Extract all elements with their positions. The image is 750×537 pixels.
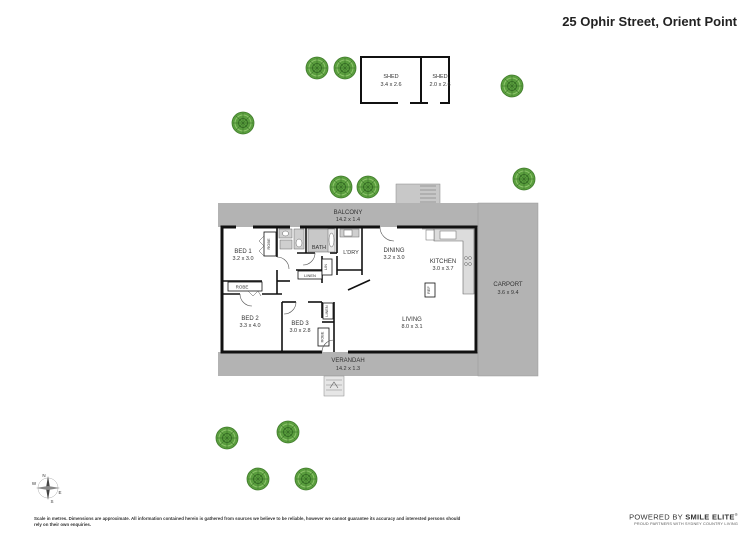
robe-label: ROBE — [266, 238, 271, 250]
carport-dims: 3.6 x 9.4 — [497, 290, 518, 296]
tree-icon — [215, 426, 239, 450]
property-address-title: 25 Ophir Street, Orient Point — [562, 14, 737, 29]
tree-icon — [231, 111, 255, 135]
bed1-dims: 3.2 x 3.0 — [232, 256, 253, 262]
carport-area — [477, 202, 539, 377]
linen-cupboards: LINEN LIN LINEN ROBE — [297, 258, 334, 347]
kitchen-label: KITCHEN — [430, 259, 456, 265]
balcony-deck — [218, 203, 478, 227]
dining-label: DINING — [384, 248, 405, 254]
robe-label: ROBE — [321, 331, 325, 342]
disclaimer-text: Scale in metres. Dimensions are approxim… — [34, 516, 461, 527]
shed-dims: 2.0 x 2.6 — [429, 82, 450, 88]
shed-dims: 3.4 x 2.6 — [380, 82, 401, 88]
bed3-label: BED 3 — [291, 321, 309, 327]
shed-label: SHED — [383, 74, 398, 80]
tree-icon — [356, 175, 380, 199]
balcony-label: BALCONY — [334, 210, 363, 216]
brand-name: SMILE ELITE — [685, 512, 735, 522]
linen-label: LINEN — [304, 273, 316, 278]
lin-label: LIN — [324, 264, 328, 270]
verandah-dims: 14.2 x 1.3 — [336, 366, 360, 372]
bed1-robe: ROBE — [258, 231, 277, 257]
compass-w: W — [32, 481, 37, 486]
verandah-deck — [218, 352, 478, 376]
brand-logo: POWERED BY SMILE ELITE® PROUD PARTNERS W… — [629, 512, 738, 526]
bed1-label: BED 1 — [234, 249, 252, 255]
shed-label: SHED — [432, 74, 447, 80]
balcony-stairs — [395, 183, 441, 205]
laundry-fixtures: L'DRY — [339, 228, 360, 256]
carport-label: CARPORT — [493, 282, 523, 288]
dining-dims: 3.2 x 3.0 — [383, 255, 404, 261]
compass-n: N — [42, 473, 45, 478]
tree-icon — [329, 175, 353, 199]
sheds: SHED 3.4 x 2.6 SHED 2.0 x 2.6 — [360, 56, 451, 105]
tree-icon — [305, 56, 329, 80]
compass-e: E — [58, 490, 61, 495]
bathroom-fixtures: BATH — [278, 228, 336, 253]
linen-label: LINEN — [325, 305, 329, 316]
compass-s: S — [50, 499, 53, 504]
ref-label: REF — [427, 286, 431, 294]
bed2-label: BED 2 — [241, 316, 259, 322]
living-label: LIVING — [402, 317, 422, 323]
bath-label: BATH — [312, 245, 326, 251]
tree-icon — [294, 467, 318, 491]
outer-walls — [220, 225, 478, 354]
tree-icon — [512, 167, 536, 191]
tree-icon — [500, 74, 524, 98]
tree-icon — [276, 420, 300, 444]
brand-mark: ® — [734, 512, 738, 517]
compass-icon: N E S W — [32, 473, 62, 504]
tree-icon — [333, 56, 357, 80]
brand-prefix: POWERED BY — [629, 512, 683, 522]
kitchen-dims: 3.0 x 3.7 — [432, 266, 453, 272]
room-labels: BALCONY 14.2 x 1.4 BED 1 3.2 x 3.0 DININ… — [232, 210, 522, 372]
kitchen-fixtures: REF — [422, 228, 475, 298]
door-swings — [239, 226, 395, 353]
living-dims: 8.0 x 3.1 — [401, 324, 422, 330]
bed3-dims: 3.0 x 2.8 — [289, 328, 310, 334]
balcony-dims: 14.2 x 1.4 — [336, 217, 360, 223]
bed2-dims: 3.3 x 4.0 — [239, 323, 260, 329]
verandah-label: VERANDAH — [331, 358, 364, 364]
tree-icon — [246, 467, 270, 491]
verandah-steps — [323, 375, 345, 397]
bed2-robe: ROBE — [227, 281, 263, 297]
laundry-label: L'DRY — [343, 250, 359, 256]
brand-line: POWERED BY SMILE ELITE® — [629, 512, 738, 522]
brand-tagline: PROUD PARTNERS WITH SYDNEY COUNTRY LIVIN… — [634, 521, 738, 526]
robe-label: ROBE — [236, 285, 249, 290]
